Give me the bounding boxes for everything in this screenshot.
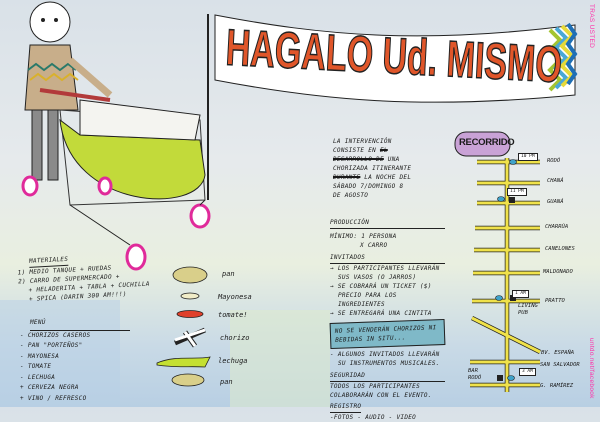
point-line: → Se cobrará un ticket ($) — [330, 283, 432, 290]
street-label: San Salvador — [540, 362, 580, 368]
food-label-lettuce: lechuga — [218, 357, 248, 365]
cart-illustration — [21, 88, 211, 271]
seguridad-line: colaborarán con el evento. — [330, 392, 432, 399]
street-label: Chaná — [547, 178, 564, 184]
registro-heading: Registro — [330, 402, 362, 413]
food-label-tomato: tomate! — [218, 311, 248, 319]
plan-details: Producción Mínimo: 1 persona x carro Inv… — [329, 218, 446, 422]
street-label: G. Ramírez — [540, 383, 574, 389]
place-label: Bar Rodó — [468, 368, 482, 381]
food-label-bread: pan — [222, 270, 235, 278]
map-title-badge — [454, 131, 511, 157]
minimo-line: Mínimo: 1 persona — [330, 233, 397, 240]
intro-line: durante la noche del — [333, 174, 412, 181]
illustration — [0, 1, 578, 407]
intro-line: consiste en el — [333, 147, 388, 154]
musicos-line: - Algunos invitados llevarán — [330, 351, 440, 358]
zigzag-pattern — [547, 22, 578, 92]
notice-box: No se venderán chorizos ni bebidas in si… — [329, 319, 446, 349]
materiales-section: Materiales 1) Medio tanque + ruedas 2) C… — [17, 251, 151, 305]
menu-item: - Mayonesa — [20, 352, 60, 360]
food-illustrations — [156, 266, 211, 387]
produccion-heading: Producción — [330, 218, 445, 229]
menu-section: Menú - Chorizos caseros - Pan "porteños"… — [20, 318, 130, 404]
point-line: → Se entregará una cintita — [330, 310, 432, 317]
menu-item: - Tomate — [20, 363, 52, 370]
map-roads — [470, 158, 542, 392]
registro-line: -Fotos - Audio - Video — [330, 414, 417, 421]
banner-shape — [214, 14, 576, 103]
minimo-line: x carro — [360, 242, 388, 249]
food-label-sausage: chorizo — [220, 334, 250, 342]
menu-item: + Cerveza negra — [20, 384, 79, 391]
street-label: Canelones — [545, 246, 575, 252]
street-label: Pratto — [545, 298, 565, 304]
time-tag: 11 PM — [507, 188, 527, 196]
menu-item: - Lechuga — [20, 373, 56, 381]
side-label-top: TRAS USTED — [588, 4, 595, 49]
intro-line: La intervención — [333, 138, 392, 145]
time-tag: 3 AM — [519, 368, 536, 376]
plan-intro: La intervención consiste en el desarroll… — [333, 137, 448, 200]
seguridad-line: Todos los participantes — [330, 383, 420, 390]
menu-heading: Menú — [30, 318, 130, 331]
street-label: Charrúa — [545, 224, 569, 230]
invitados-heading: Invitados — [330, 253, 445, 264]
place-label: Living Pub — [518, 303, 538, 316]
seguridad-heading: Seguridad — [330, 371, 445, 382]
intro-line: de agosto — [333, 192, 369, 199]
side-label-link[interactable]: untdo.net/facebook — [588, 338, 595, 399]
point-line: sus vasos (o jarros) — [338, 274, 417, 281]
street-label: Bv. España — [541, 350, 575, 356]
food-label-bread-bottom: pan — [220, 378, 233, 386]
street-label: Maldonado — [543, 269, 573, 275]
point-line: → Los participantes llevarán — [330, 265, 440, 272]
map-stops — [495, 159, 517, 381]
musicos-line: su instrumentos musicales. — [338, 360, 440, 367]
intro-line: chorizada itinerante — [333, 165, 412, 172]
food-label-mayonnaise: Mayonesa — [218, 293, 252, 301]
street-label: Rodó — [547, 158, 561, 164]
intro-line: sábado 7/domingo 8 — [333, 183, 404, 190]
street-label: Guaná — [547, 199, 564, 205]
point-line: precio para los ingredientes — [338, 292, 397, 308]
intro-line: desarrollo de una — [333, 156, 400, 163]
time-tag: 10 PM — [518, 153, 538, 161]
menu-item: - Chorizos caseros — [20, 331, 91, 339]
time-tag: 1 AM — [512, 290, 529, 298]
menu-item: - Pan "porteños" — [20, 342, 83, 349]
map-title: RECORRIDO — [459, 137, 515, 148]
menu-item: + Vino / refresco — [20, 394, 87, 402]
